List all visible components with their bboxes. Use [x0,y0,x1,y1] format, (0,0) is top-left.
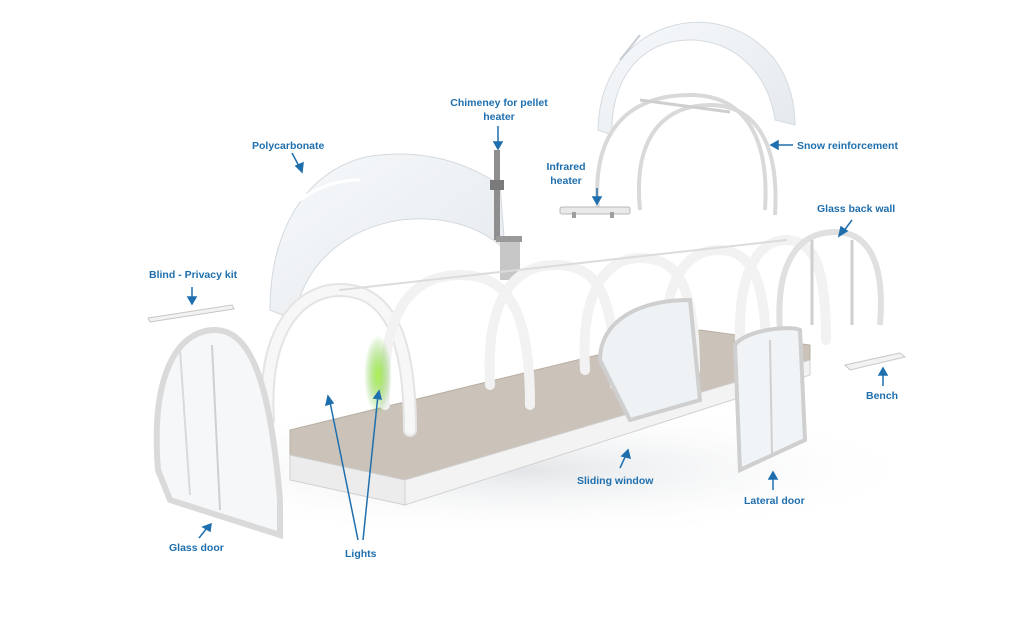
label-bench: Bench [866,390,899,402]
arrow-glassdoor [198,527,208,539]
callout-arrows [186,126,889,541]
label-blind-privacy-kit: Blind - Privacy kit [149,269,238,281]
bench [843,352,907,371]
label-glass-door: Glass door [169,542,224,554]
infrared-heater [559,206,631,218]
lateral-door-panel [732,326,808,474]
chimney [490,150,522,280]
pod-arches [260,234,831,437]
sliding-window-panel [597,297,703,423]
arrow-lights-2 [362,394,379,541]
label-glass-back-wall: Glass back wall [817,203,896,215]
top-polycarbonate-shell [597,22,796,136]
label-lateral-door: Lateral door [744,495,805,507]
blind-privacy-kit [147,304,235,323]
label-sliding-window: Sliding window [577,475,654,487]
label-chimney: Chimeney for pellet heater [450,97,548,123]
arrow-lights-1 [329,401,359,541]
label-snow-reinforcement: Snow reinforcement [797,140,898,152]
glass-door [153,326,283,540]
label-infrared-heater: Infrared heater [546,161,586,187]
glass-back-wall [776,228,884,331]
snow-reinforcement-arches [595,92,778,216]
label-polycarbonate: Polycarbonate [252,140,325,152]
light-glow [364,335,392,415]
label-lights: Lights [345,548,377,560]
